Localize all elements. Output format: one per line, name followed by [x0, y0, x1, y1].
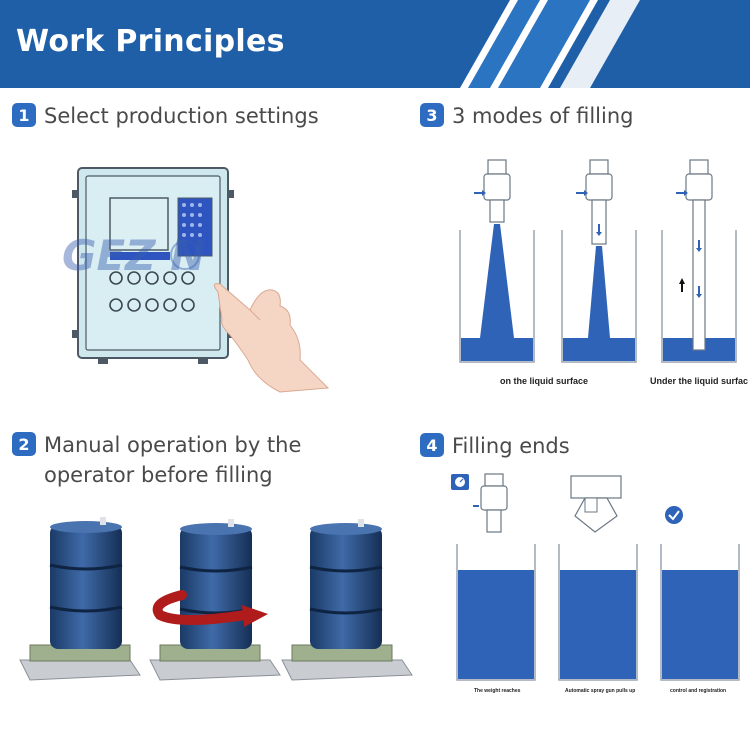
- caption-under-liquid-surface: Under the liquid surfac: [650, 376, 749, 386]
- step-number-badge: 4: [420, 433, 444, 457]
- tank-mode-1: [459, 159, 535, 363]
- caption-spray-gun-pulls-up: Automatic spray gun pulls up: [565, 688, 636, 694]
- banner-background: [0, 0, 750, 88]
- controller-illustration: GEZ N: [60, 160, 340, 395]
- step-label: Filling ends: [452, 434, 570, 458]
- rotate-arrow-icon: [152, 590, 268, 627]
- check-circle-icon: [665, 506, 683, 524]
- step-2-heading: 2 Manual operation by the operator befor…: [12, 430, 301, 490]
- pointing-hand-icon: [214, 283, 330, 393]
- tank-mode-3: [661, 159, 737, 363]
- step-label-line-1: Manual operation by the: [44, 433, 302, 457]
- scale-icon: [451, 474, 469, 490]
- watermark: GEZ N: [62, 231, 205, 280]
- step-label: 3 modes of filling: [452, 104, 634, 128]
- page-title: Work Principles: [16, 24, 285, 59]
- drum-1: [19, 517, 141, 681]
- step-label: Select production settings: [44, 104, 319, 128]
- step-number-badge: 3: [420, 103, 444, 127]
- filling-ends-illustration: [445, 468, 745, 688]
- caption-weight-reaches: The weight reaches: [474, 688, 521, 694]
- drums-on-scales-illustration: [10, 515, 420, 690]
- step-1-heading: 1 Select production settings: [12, 101, 319, 131]
- step-3-heading: 3 3 modes of filling: [420, 101, 634, 131]
- step-label-line-2: operator before filling: [44, 463, 273, 487]
- tank-mode-2: [561, 159, 637, 363]
- filling-modes-illustration: [450, 150, 750, 390]
- caption-control-registration: control and registration: [670, 688, 727, 694]
- step-number-badge: 1: [12, 103, 36, 127]
- caption-on-liquid-surface: on the liquid surface: [500, 376, 589, 386]
- step-number-badge: 2: [12, 432, 36, 456]
- step-4-heading: 4 Filling ends: [420, 431, 570, 461]
- drum-3: [281, 519, 413, 681]
- header-banner: Work Principles: [0, 0, 750, 88]
